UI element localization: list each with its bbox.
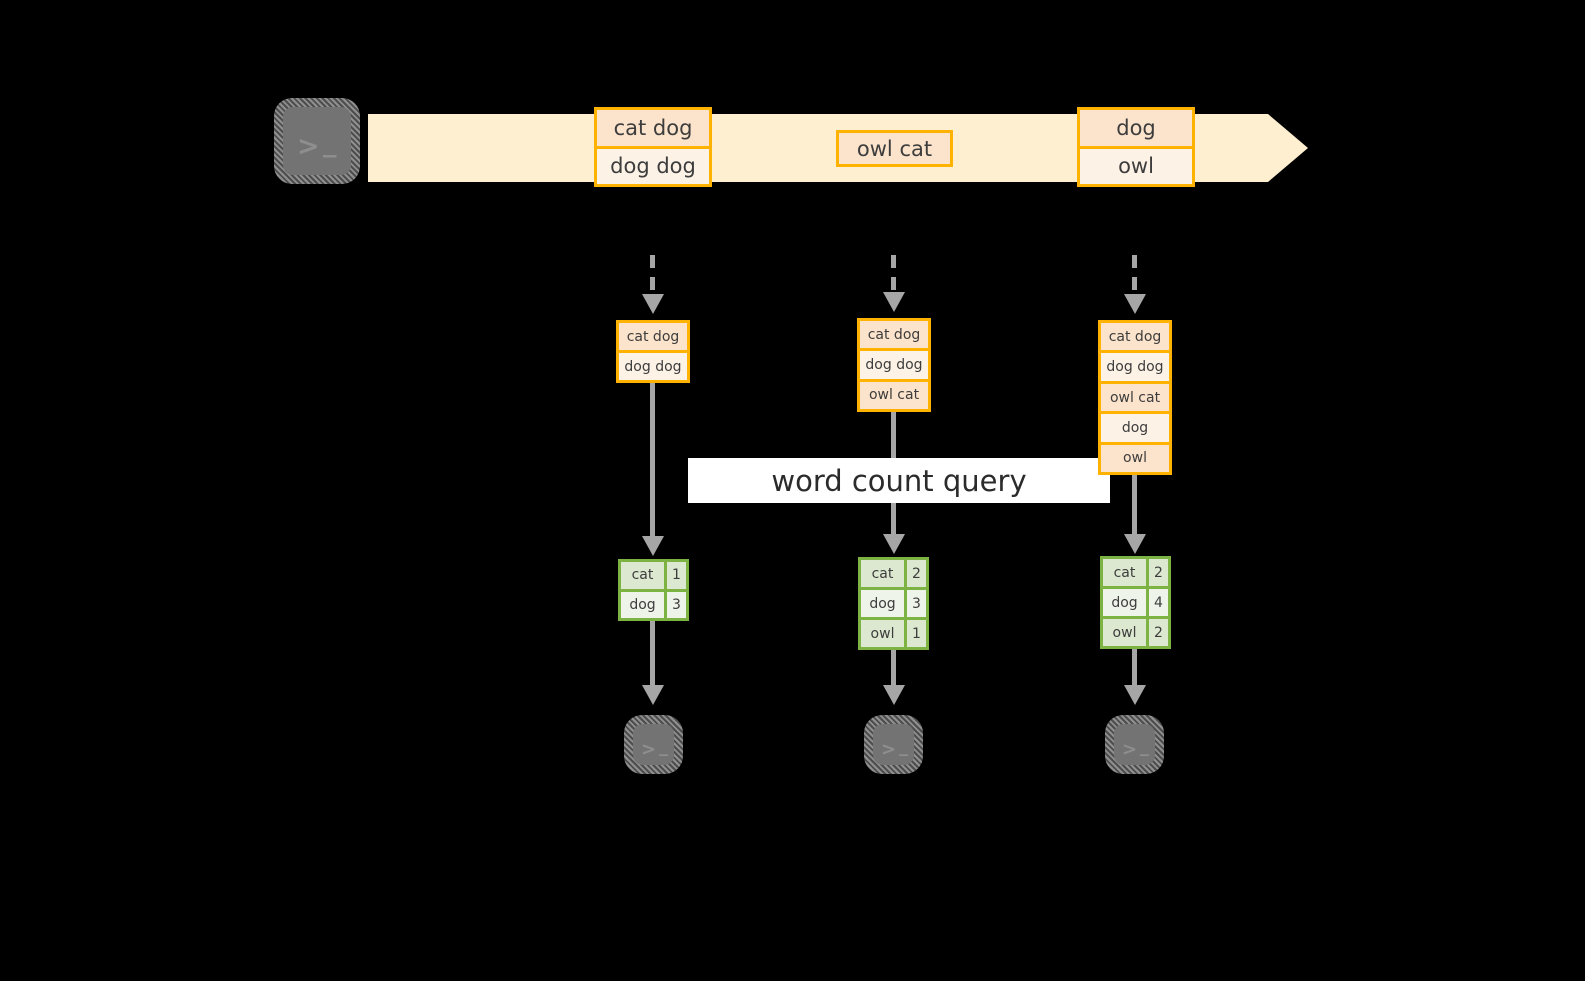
table-row: dog 3 — [621, 588, 686, 618]
snapshot-1-line-2: dog dog — [619, 350, 687, 380]
table-row: cat 1 — [621, 562, 686, 589]
terminal-prompt-glyph: > — [297, 131, 320, 162]
snapshot-3-line-2: dog dog — [1101, 350, 1169, 381]
table-row: cat 2 — [1103, 559, 1168, 586]
stream-event-3-line-1: dog — [1080, 110, 1192, 146]
snapshot-3-output-line — [1132, 649, 1137, 687]
snapshot-2-query-arrowhead — [883, 534, 905, 554]
terminal-prompt-glyph: > — [1122, 739, 1138, 760]
terminal-screen — [283, 107, 351, 175]
snapshot-2-output-arrowhead — [883, 685, 905, 705]
terminal-cursor-glyph: _ — [899, 736, 908, 757]
snapshot-2-trigger-line — [891, 255, 896, 293]
snapshot-1-query-arrowhead — [642, 536, 664, 556]
result-count: 2 — [1149, 559, 1168, 586]
terminal-cursor-glyph: _ — [323, 127, 337, 158]
snapshot-2-trigger-arrowhead — [883, 292, 905, 312]
result-word: dog — [621, 591, 667, 618]
snapshot-3-output-arrowhead — [1124, 685, 1146, 705]
snapshot-1-trigger-arrowhead — [642, 294, 664, 314]
snapshot-1-output-arrowhead — [642, 685, 664, 705]
arrow-right-icon — [1268, 114, 1308, 182]
snapshot-1-sink-terminal-icon[interactable]: > _ — [624, 715, 683, 774]
snapshot-2-line-1: cat dog — [860, 321, 928, 349]
result-word: cat — [621, 562, 667, 589]
snapshot-1-line-1: cat dog — [619, 323, 687, 350]
snapshot-1-trigger-line — [650, 255, 655, 295]
result-count: 4 — [1149, 589, 1168, 616]
snapshot-2-records[interactable]: cat dog dog dog owl cat — [857, 318, 931, 412]
result-word: dog — [861, 590, 907, 617]
snapshot-2-line-3: owl cat — [860, 378, 928, 409]
stream-event-3-line-2: owl — [1080, 145, 1192, 184]
result-count: 2 — [907, 560, 926, 587]
snapshot-1-output-line — [650, 621, 655, 687]
result-count: 1 — [907, 620, 926, 647]
source-terminal-icon[interactable]: > _ — [274, 98, 360, 184]
snapshot-3-records[interactable]: cat dog dog dog owl cat dog owl — [1098, 320, 1172, 475]
query-label: word count query — [688, 458, 1110, 503]
stream-event-3[interactable]: dog owl — [1077, 107, 1195, 187]
snapshot-1-records[interactable]: cat dog dog dog — [616, 320, 690, 383]
snapshot-1-query-line — [650, 383, 655, 538]
snapshot-3-line-5: owl — [1101, 441, 1169, 473]
terminal-cursor-glyph: _ — [659, 736, 668, 757]
stream-event-2[interactable]: owl cat — [836, 130, 953, 167]
terminal-screen — [873, 724, 914, 765]
table-row: cat 2 — [861, 560, 926, 587]
snapshot-3-line-3: owl cat — [1101, 380, 1169, 412]
snapshot-3-line-1: cat dog — [1101, 323, 1169, 351]
snapshot-2-result-table[interactable]: cat 2 dog 3 owl 1 — [858, 557, 929, 650]
snapshot-3-sink-terminal-icon[interactable]: > _ — [1105, 715, 1164, 774]
stream-event-1[interactable]: cat dog dog dog — [594, 107, 712, 187]
terminal-prompt-glyph: > — [641, 739, 657, 760]
result-word: owl — [1103, 619, 1149, 646]
table-row: owl 2 — [1103, 616, 1168, 646]
result-count: 2 — [1149, 619, 1168, 646]
table-row: dog 4 — [1103, 586, 1168, 616]
snapshot-2-output-line — [891, 650, 896, 687]
result-word: cat — [861, 560, 907, 587]
table-row: dog 3 — [861, 587, 926, 617]
result-word: owl — [861, 620, 907, 647]
result-word: dog — [1103, 589, 1149, 616]
stream-event-1-line-1: cat dog — [597, 110, 709, 146]
terminal-screen — [633, 724, 674, 765]
snapshot-2-line-2: dog dog — [860, 348, 928, 379]
snapshot-3-query-arrowhead — [1124, 534, 1146, 554]
snapshot-3-line-4: dog — [1101, 411, 1169, 442]
result-count: 3 — [907, 590, 926, 617]
result-count: 1 — [667, 562, 686, 589]
snapshot-3-trigger-line — [1132, 255, 1137, 295]
snapshot-3-result-table[interactable]: cat 2 dog 4 owl 2 — [1100, 556, 1171, 649]
stream-event-2-line-1: owl cat — [839, 133, 950, 164]
snapshot-1-result-table[interactable]: cat 1 dog 3 — [618, 559, 689, 621]
terminal-cursor-glyph: _ — [1140, 736, 1149, 757]
snapshot-3-query-line — [1132, 474, 1137, 536]
table-row: owl 1 — [861, 617, 926, 647]
stream-event-1-line-2: dog dog — [597, 145, 709, 184]
terminal-screen — [1114, 724, 1155, 765]
snapshot-3-trigger-arrowhead — [1124, 294, 1146, 314]
result-count: 3 — [667, 591, 686, 618]
terminal-prompt-glyph: > — [881, 739, 897, 760]
result-word: cat — [1103, 559, 1149, 586]
snapshot-2-sink-terminal-icon[interactable]: > _ — [864, 715, 923, 774]
